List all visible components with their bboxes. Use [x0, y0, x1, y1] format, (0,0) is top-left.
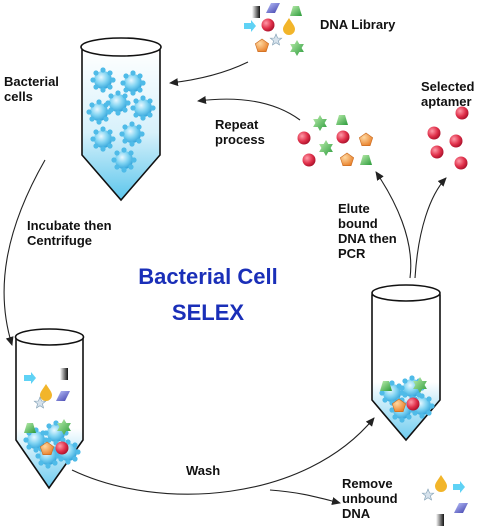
- enriched-pool-molecule-icon: [297, 115, 374, 167]
- dna-library-molecule-icon: [244, 3, 304, 56]
- label-wash: Wash: [186, 463, 221, 478]
- title-line-2: SELEX: [171, 300, 245, 325]
- title-line-1: Bacterial Cell: [138, 264, 278, 289]
- diagram-title: Bacterial Cell SELEX: [108, 262, 308, 328]
- aptamer-sphere-icon: [427, 106, 469, 170]
- label-incubate: Incubate then Centrifuge: [27, 218, 112, 248]
- label-elute: Elute bound DNA then PCR: [338, 201, 397, 261]
- dna-library-molecule-icon: [421, 475, 468, 526]
- label-dna-library: DNA Library: [320, 17, 396, 32]
- label-selected-aptamer: Selected aptamer: [421, 79, 475, 109]
- label-remove-unbound: Remove unbound DNA: [342, 476, 398, 521]
- label-repeat-process: Repeat process: [215, 117, 265, 147]
- process-arrow-icon: [3, 61, 447, 505]
- label-bacterial-cells: Bacterial cells: [4, 74, 59, 104]
